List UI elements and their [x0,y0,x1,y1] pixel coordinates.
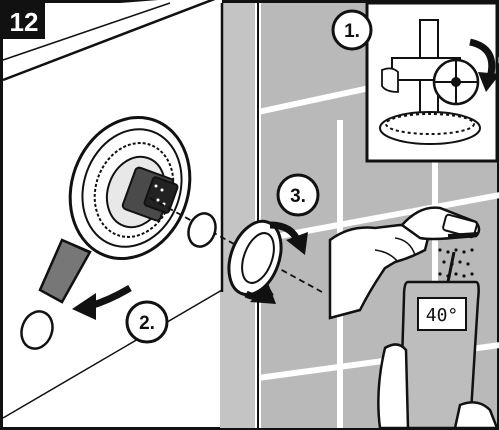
callout-1: 1. [333,11,371,49]
thermometer-reading: 40° [426,305,459,326]
step-number: 12 [10,7,39,37]
callout-3: 3. [278,175,318,215]
callout-2: 2. [127,302,167,342]
inset-step1 [367,3,499,161]
callout-2-label: 2. [139,313,155,334]
step-number-badge: 12 [3,3,45,39]
callout-1-label: 1. [344,21,360,42]
callout-3-label: 3. [290,186,306,207]
